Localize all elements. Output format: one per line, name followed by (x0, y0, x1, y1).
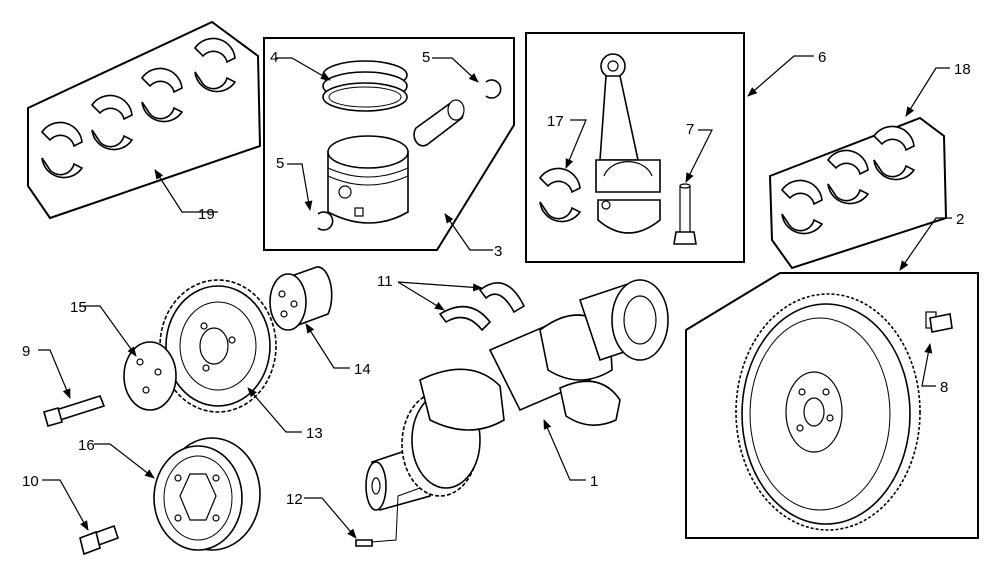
label-6: 6 (818, 49, 826, 66)
thrust-bearing-shells-panel: 18 (768, 61, 971, 270)
bearing-shell-icon (780, 125, 916, 235)
label-3: 3 (494, 243, 502, 260)
label-19: 19 (198, 206, 215, 223)
flywheel-bolt-icon (925, 311, 953, 333)
label-17: 17 (547, 113, 564, 130)
label-15: 15 (70, 299, 87, 316)
flywheel-panel: 8 2 (685, 211, 979, 539)
label-9: 9 (22, 343, 30, 360)
connecting-rod-icon (595, 53, 661, 234)
label-13: 13 (306, 425, 323, 442)
label-8: 8 (940, 379, 948, 396)
piston-pin-icon (413, 99, 465, 147)
gear-icon (159, 279, 277, 413)
circlip-icon (317, 79, 502, 231)
label-11: 11 (377, 273, 393, 290)
thrust-washer-icon (438, 282, 526, 332)
label-2: 2 (956, 211, 964, 228)
bearing-shell-icon (40, 37, 237, 179)
piston-rings-icon (322, 60, 408, 112)
flywheel-icon (735, 293, 921, 531)
pulley-icon (153, 437, 261, 551)
rod-bearing-shell-icon (538, 167, 582, 223)
rod-bolt-icon (673, 183, 697, 245)
bolt-icon (79, 524, 120, 556)
label-18: 18 (954, 61, 971, 78)
label-5-top: 5 (422, 49, 430, 66)
key-icon (355, 487, 421, 547)
thrust-plate-icon (123, 341, 177, 411)
connecting-rod-panel: 17 7 6 (525, 32, 826, 263)
label-12: 12 (286, 491, 303, 508)
piston-icon (327, 135, 409, 224)
piston-panel: 4 5 5 3 (263, 37, 515, 260)
label-7: 7 (686, 121, 694, 138)
label-10: 10 (22, 473, 39, 490)
label-1: 1 (590, 473, 598, 490)
crankshaft-icon (365, 278, 669, 512)
label-4: 4 (270, 49, 278, 66)
bolt-icon (43, 395, 106, 427)
label-16: 16 (78, 437, 95, 454)
bushing-icon (269, 266, 333, 331)
label-5-bottom: 5 (276, 155, 284, 172)
label-14: 14 (354, 361, 371, 378)
main-bearing-shells-panel: 19 (27, 20, 262, 223)
